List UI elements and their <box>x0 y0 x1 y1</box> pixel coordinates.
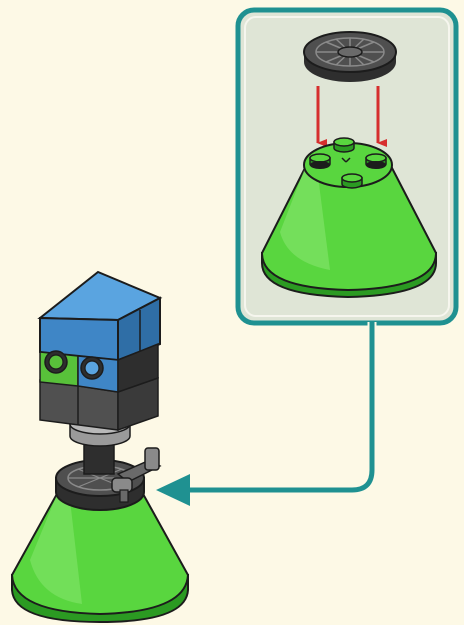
round-tile-icon <box>304 32 396 82</box>
eye-left-icon <box>45 351 67 373</box>
callout-connector-arrow-icon <box>156 322 372 506</box>
green-cone-icon <box>12 492 188 622</box>
eye-right-icon <box>81 357 103 379</box>
droid-figure-icon <box>40 272 160 510</box>
